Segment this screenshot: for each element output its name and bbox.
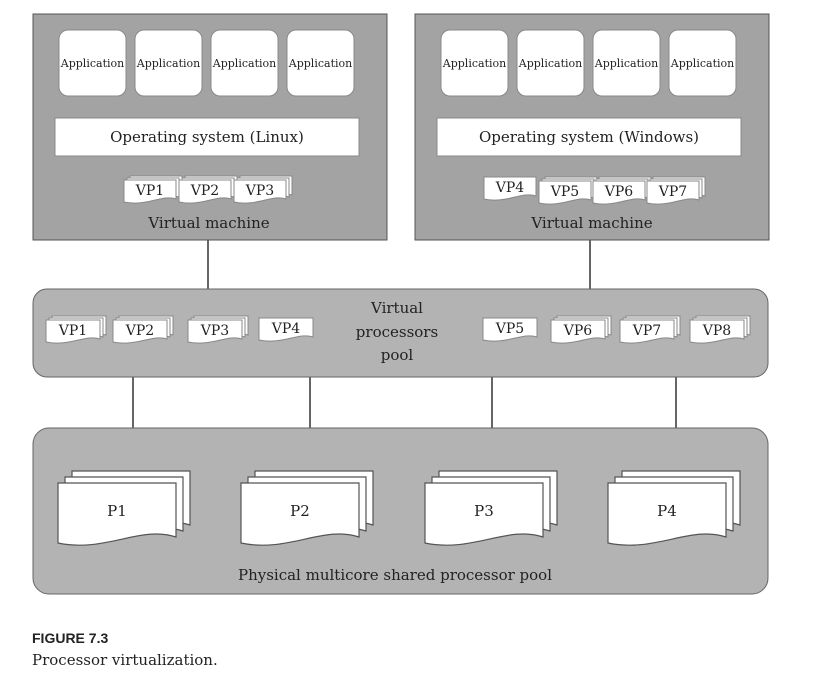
app-label: Application <box>518 57 582 70</box>
vp-card-layer <box>550 319 606 344</box>
vm-label: Virtual machine <box>147 214 269 232</box>
vp-card-layer <box>592 180 646 205</box>
os-box <box>54 117 360 157</box>
physical-pool: Physical multicore shared processor pool <box>32 427 769 595</box>
physical-pool-label: Physical multicore shared processor pool <box>238 566 552 584</box>
vp-pool-title-line: processors <box>356 323 438 341</box>
processor-card: P2 <box>240 470 374 546</box>
vp-label: VP3 <box>245 183 274 199</box>
os-box <box>436 117 742 157</box>
pool-vp-card: VP4 <box>258 317 314 342</box>
processor-cards: P1 P2 P3 P4 <box>57 470 741 546</box>
app-box <box>210 29 279 97</box>
vp-label: VP8 <box>702 323 731 339</box>
vm-label: Virtual machine <box>530 214 652 232</box>
app-label: Application <box>136 57 200 70</box>
processor-card: P3 <box>424 470 558 546</box>
app-box <box>58 29 127 97</box>
vm-left-apps: Application Application Application Appl… <box>58 29 355 97</box>
processor-card: P4 <box>607 470 741 546</box>
app-box <box>516 29 585 97</box>
processor-label: P4 <box>657 502 677 520</box>
figure-caption-text: Processor virtualization. <box>32 651 218 669</box>
processor-card-layer <box>240 482 360 546</box>
vp-pool-title-line: Virtual <box>370 299 423 317</box>
app-box <box>592 29 661 97</box>
pool-vp-card: VP3 <box>187 315 249 344</box>
vp-card-layer <box>45 319 101 344</box>
processor-card-layer <box>424 482 544 546</box>
app-box <box>440 29 509 97</box>
vp-pool: Virtual processors pool <box>32 288 769 378</box>
vp-label: VP7 <box>658 184 687 200</box>
app-label: Application <box>60 57 124 70</box>
vp-card-layer <box>187 319 243 344</box>
vp-label: VP6 <box>563 323 593 339</box>
vp-card-layer <box>123 179 177 204</box>
vm-right: Application Application Application Appl… <box>414 13 770 241</box>
vp-card-layer <box>646 180 700 205</box>
vp-pool-box <box>32 288 769 378</box>
vp-label: VP4 <box>271 321 301 337</box>
vp-card-layer <box>112 319 168 344</box>
app-label: Application <box>594 57 658 70</box>
pool-vp-card: VP6 <box>550 315 612 344</box>
vm-right-vp-card: VP4 <box>483 176 537 201</box>
figure-number: FIGURE 7.3 <box>32 630 109 646</box>
vp-label: VP6 <box>604 184 634 200</box>
app-box <box>286 29 355 97</box>
vp-card-layer <box>538 180 592 205</box>
app-label: Application <box>442 57 506 70</box>
processor-label: P1 <box>107 502 127 520</box>
vm-right-vp-card: VP6 <box>592 176 652 205</box>
pool-vp-card: VP5 <box>482 317 538 342</box>
vp-label: VP5 <box>495 321 524 337</box>
vp-label: VP4 <box>495 180 525 196</box>
pool-vp-card: VP2 <box>112 315 174 344</box>
app-label: Application <box>212 57 276 70</box>
vp-label: VP1 <box>58 323 87 339</box>
processor-card-layer <box>57 482 177 546</box>
app-box <box>134 29 203 97</box>
vm-right-vp-card: VP5 <box>538 176 598 205</box>
vp-card-layer <box>258 317 314 342</box>
vp-card-layer <box>619 319 675 344</box>
os-label: Operating system (Linux) <box>110 128 304 146</box>
physical-pool-box <box>32 427 769 595</box>
vp-label: VP7 <box>632 323 661 339</box>
vm-left-vp-card: VP1 <box>123 175 183 204</box>
vp-pool-title-line: pool <box>381 346 414 364</box>
vp-label: VP2 <box>125 323 154 339</box>
vm-left: Application Application Application Appl… <box>32 13 388 241</box>
vp-label: VP3 <box>200 323 229 339</box>
vp-card-layer <box>483 176 537 201</box>
processor-card: P1 <box>57 470 191 546</box>
connectors <box>132 240 677 428</box>
vp-card-layer <box>482 317 538 342</box>
vp-label: VP2 <box>190 183 219 199</box>
pool-vp-card: VP1 <box>45 315 107 344</box>
app-label: Application <box>670 57 734 70</box>
vm-right-apps: Application Application Application Appl… <box>440 29 737 97</box>
processor-label: P3 <box>474 502 494 520</box>
figure-caption: FIGURE 7.3 Processor virtualization. <box>32 627 218 671</box>
app-label: Application <box>288 57 352 70</box>
os-label: Operating system (Windows) <box>479 128 699 146</box>
pool-vp-card: VP8 <box>689 315 751 344</box>
app-box <box>668 29 737 97</box>
vp-card-layer <box>178 179 232 204</box>
vp-label: VP1 <box>135 183 164 199</box>
processor-card-layer <box>607 482 727 546</box>
pool-vp-card: VP7 <box>619 315 681 344</box>
vm-left-vp-card: VP3 <box>233 175 293 204</box>
processor-label: P2 <box>290 502 310 520</box>
vp-card-layer <box>689 319 745 344</box>
vm-right-vp-card: VP7 <box>646 176 706 205</box>
vp-card-layer <box>233 179 287 204</box>
vp-label: VP5 <box>550 184 579 200</box>
